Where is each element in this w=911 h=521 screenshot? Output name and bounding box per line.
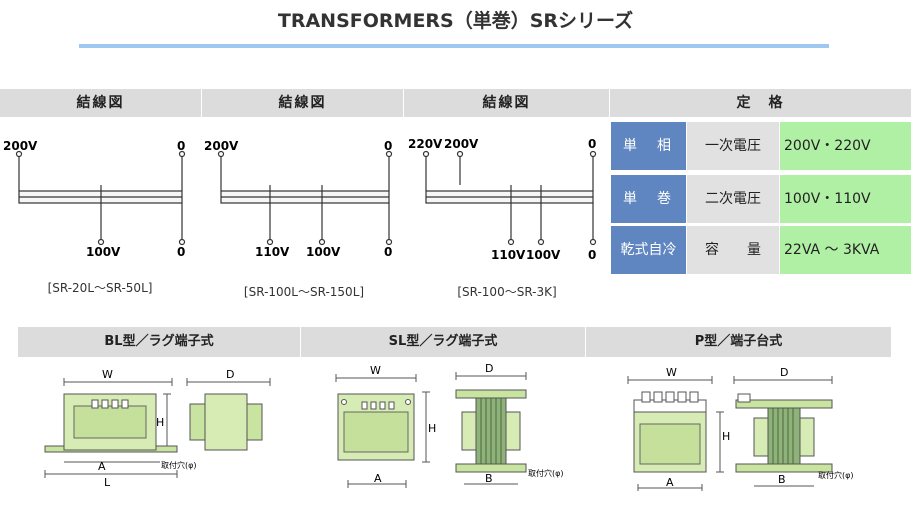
tap-label: 220V (408, 137, 443, 151)
tap-label: 0 (588, 137, 596, 151)
tap-label: 110V (255, 245, 290, 259)
dim-h: H (722, 430, 730, 443)
tap-label: 100V (306, 245, 341, 259)
type-header-p: P型／端子台式 (586, 327, 892, 357)
spec-category: 単 相 (611, 122, 686, 170)
dim-w: W (102, 368, 113, 381)
sl-type-drawing: W H A D B 取付穴(φ) (335, 362, 564, 488)
dim-d: D (485, 362, 493, 375)
type-header-sl: SL型／ラグ端子式 (301, 327, 586, 357)
mount-hole-label: 取付穴(φ) (161, 460, 197, 470)
wiring-caption-2: [SR-100L～SR-150L] (243, 285, 365, 299)
tap-label: 110V (491, 248, 526, 262)
tap-label: 0 (588, 248, 596, 262)
tap-label: 200V (3, 139, 38, 153)
type-header-bl: BL型／ラグ端子式 (18, 327, 301, 357)
dim-d: D (226, 368, 234, 381)
wiring-header-1: 結線図 (0, 89, 202, 117)
tap-label: 0 (384, 245, 392, 259)
tap-label: 0 (177, 139, 185, 153)
dim-d: D (780, 366, 788, 379)
dim-l: L (104, 476, 111, 489)
wiring-caption-1: [SR-20L～SR-50L] (47, 281, 153, 295)
dim-a: A (374, 472, 382, 485)
tap-label: 0 (384, 139, 392, 153)
title-underline (79, 44, 829, 48)
mount-hole-label: 取付穴(φ) (528, 468, 564, 478)
bl-type-drawing: W H A L D 取付穴(φ) (44, 368, 271, 489)
dim-a: A (98, 460, 106, 473)
dim-b: B (778, 473, 786, 486)
page-title: TRANSFORMERS（単巻）SRシリーズ (277, 10, 634, 32)
tap-label: 200V (204, 139, 239, 153)
spec-item: 容 量 (687, 226, 779, 274)
wiring-caption-3: [SR-100～SR-3K] (457, 285, 557, 299)
dim-w: W (370, 364, 381, 377)
spec-item: 二次電圧 (687, 175, 779, 223)
specs-header: 定 格 (610, 89, 911, 117)
p-type-drawing: W H A D B 取付穴(φ) (627, 366, 854, 491)
wiring-header-3: 結線図 (404, 89, 610, 117)
spec-value: 100V・110V (780, 175, 911, 223)
wiring-header-2: 結線図 (202, 89, 404, 117)
mount-hole-label: 取付穴(φ) (818, 470, 854, 480)
tap-label: 0 (177, 245, 185, 259)
dim-h: H (428, 422, 436, 435)
wiring-diagram-3: 220V 200V 0 110V 100V 0 (408, 137, 596, 262)
dim-b: B (485, 472, 493, 485)
wiring-diagram-2: 200V 0 110V 100V 0 (204, 139, 392, 259)
spec-value: 200V・220V (780, 122, 911, 170)
spec-value: 22VA ～ 3KVA (780, 226, 911, 274)
dim-h: H (156, 416, 164, 429)
tap-label: 100V (86, 245, 121, 259)
dim-w: W (666, 366, 677, 379)
spec-category: 単 巻 (611, 175, 686, 223)
spec-item: 一次電圧 (687, 122, 779, 170)
dim-a: A (666, 476, 674, 489)
wiring-diagram-1: 200V 0 100V 0 (3, 139, 185, 259)
spec-category: 乾式自冷 (611, 226, 686, 274)
tap-label: 200V (444, 137, 479, 151)
tap-label: 100V (526, 248, 561, 262)
